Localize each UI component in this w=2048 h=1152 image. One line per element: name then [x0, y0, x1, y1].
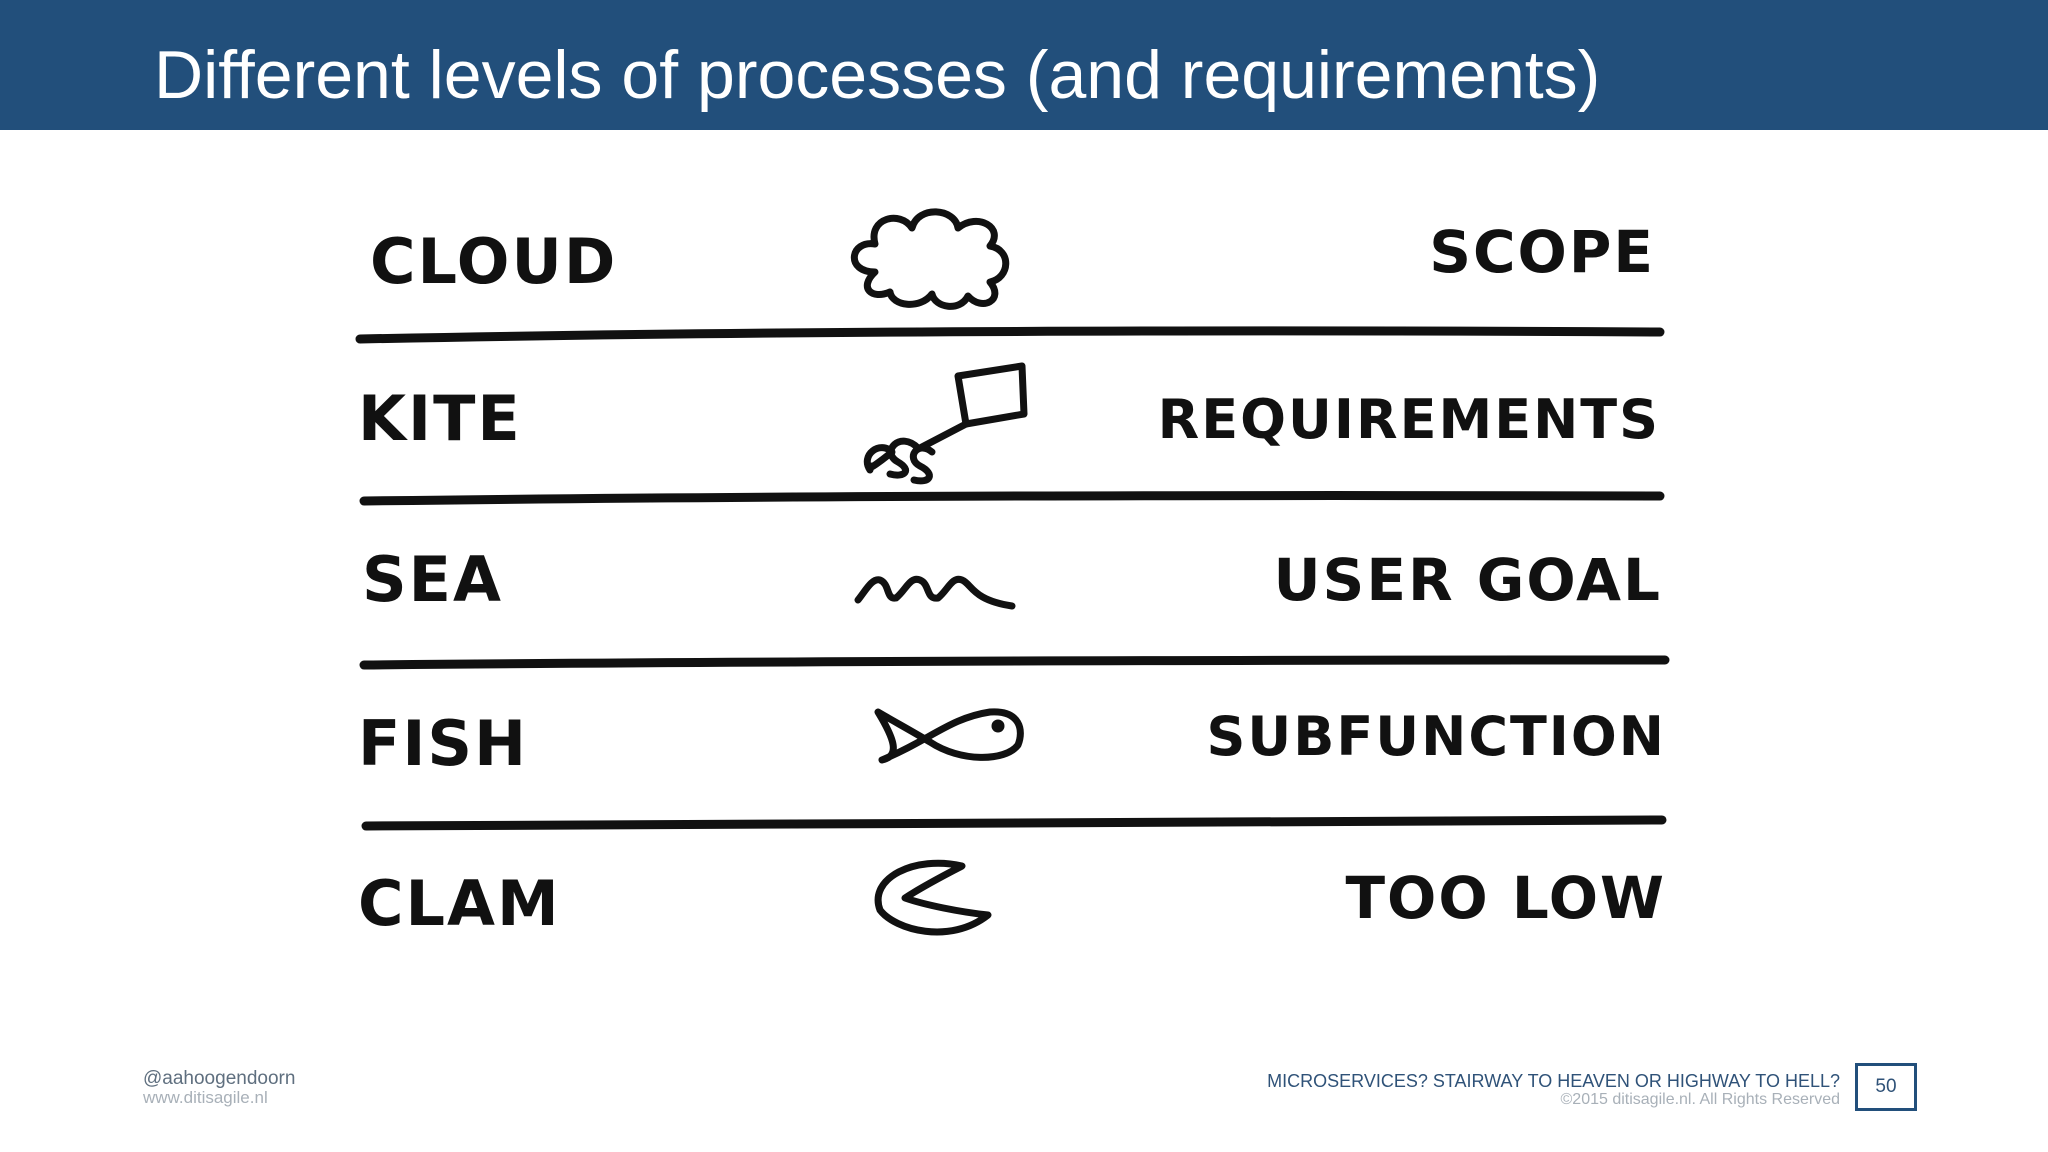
clam-icon: [874, 859, 992, 936]
level-name-cloud: CLOUD: [370, 225, 617, 298]
divider-line: [359, 655, 1670, 670]
page-number: 50: [1855, 1063, 1917, 1111]
level-meaning-scope: SCOPE: [1429, 218, 1655, 286]
level-meaning-too-low: TOO LOW: [1345, 864, 1666, 932]
level-name-fish: FISH: [358, 707, 528, 780]
divider-line: [355, 326, 1665, 344]
title-bar: [0, 0, 2048, 130]
level-meaning-user-goal: USER GOAL: [1273, 546, 1662, 614]
level-meaning-subfunction: SUBFUNCTION: [1207, 705, 1666, 768]
website-url: www.ditisagile.nl: [143, 1088, 268, 1107]
level-meaning-requirements: REQUIREMENTS: [1158, 388, 1660, 451]
divider-line: [359, 491, 1665, 506]
level-name-sea: SEA: [362, 543, 503, 616]
level-name-kite: KITE: [358, 382, 522, 455]
twitter-handle: @aahoogendoorn: [143, 1068, 296, 1089]
level-name-clam: CLAM: [358, 867, 561, 940]
cloud-icon: [850, 208, 1010, 310]
talk-title: MICROSERVICES? STAIRWAY TO HEAVEN OR HIG…: [1267, 1071, 1840, 1091]
fish-icon: [874, 708, 1024, 764]
divider-line: [361, 815, 1667, 831]
slide-title: Different levels of processes (and requi…: [154, 37, 1601, 113]
kite-icon: [864, 362, 1028, 485]
copyright-notice: ©2015 ditisagile.nl. All Rights Reserved: [1560, 1091, 1841, 1108]
waves-icon: [854, 575, 1016, 610]
